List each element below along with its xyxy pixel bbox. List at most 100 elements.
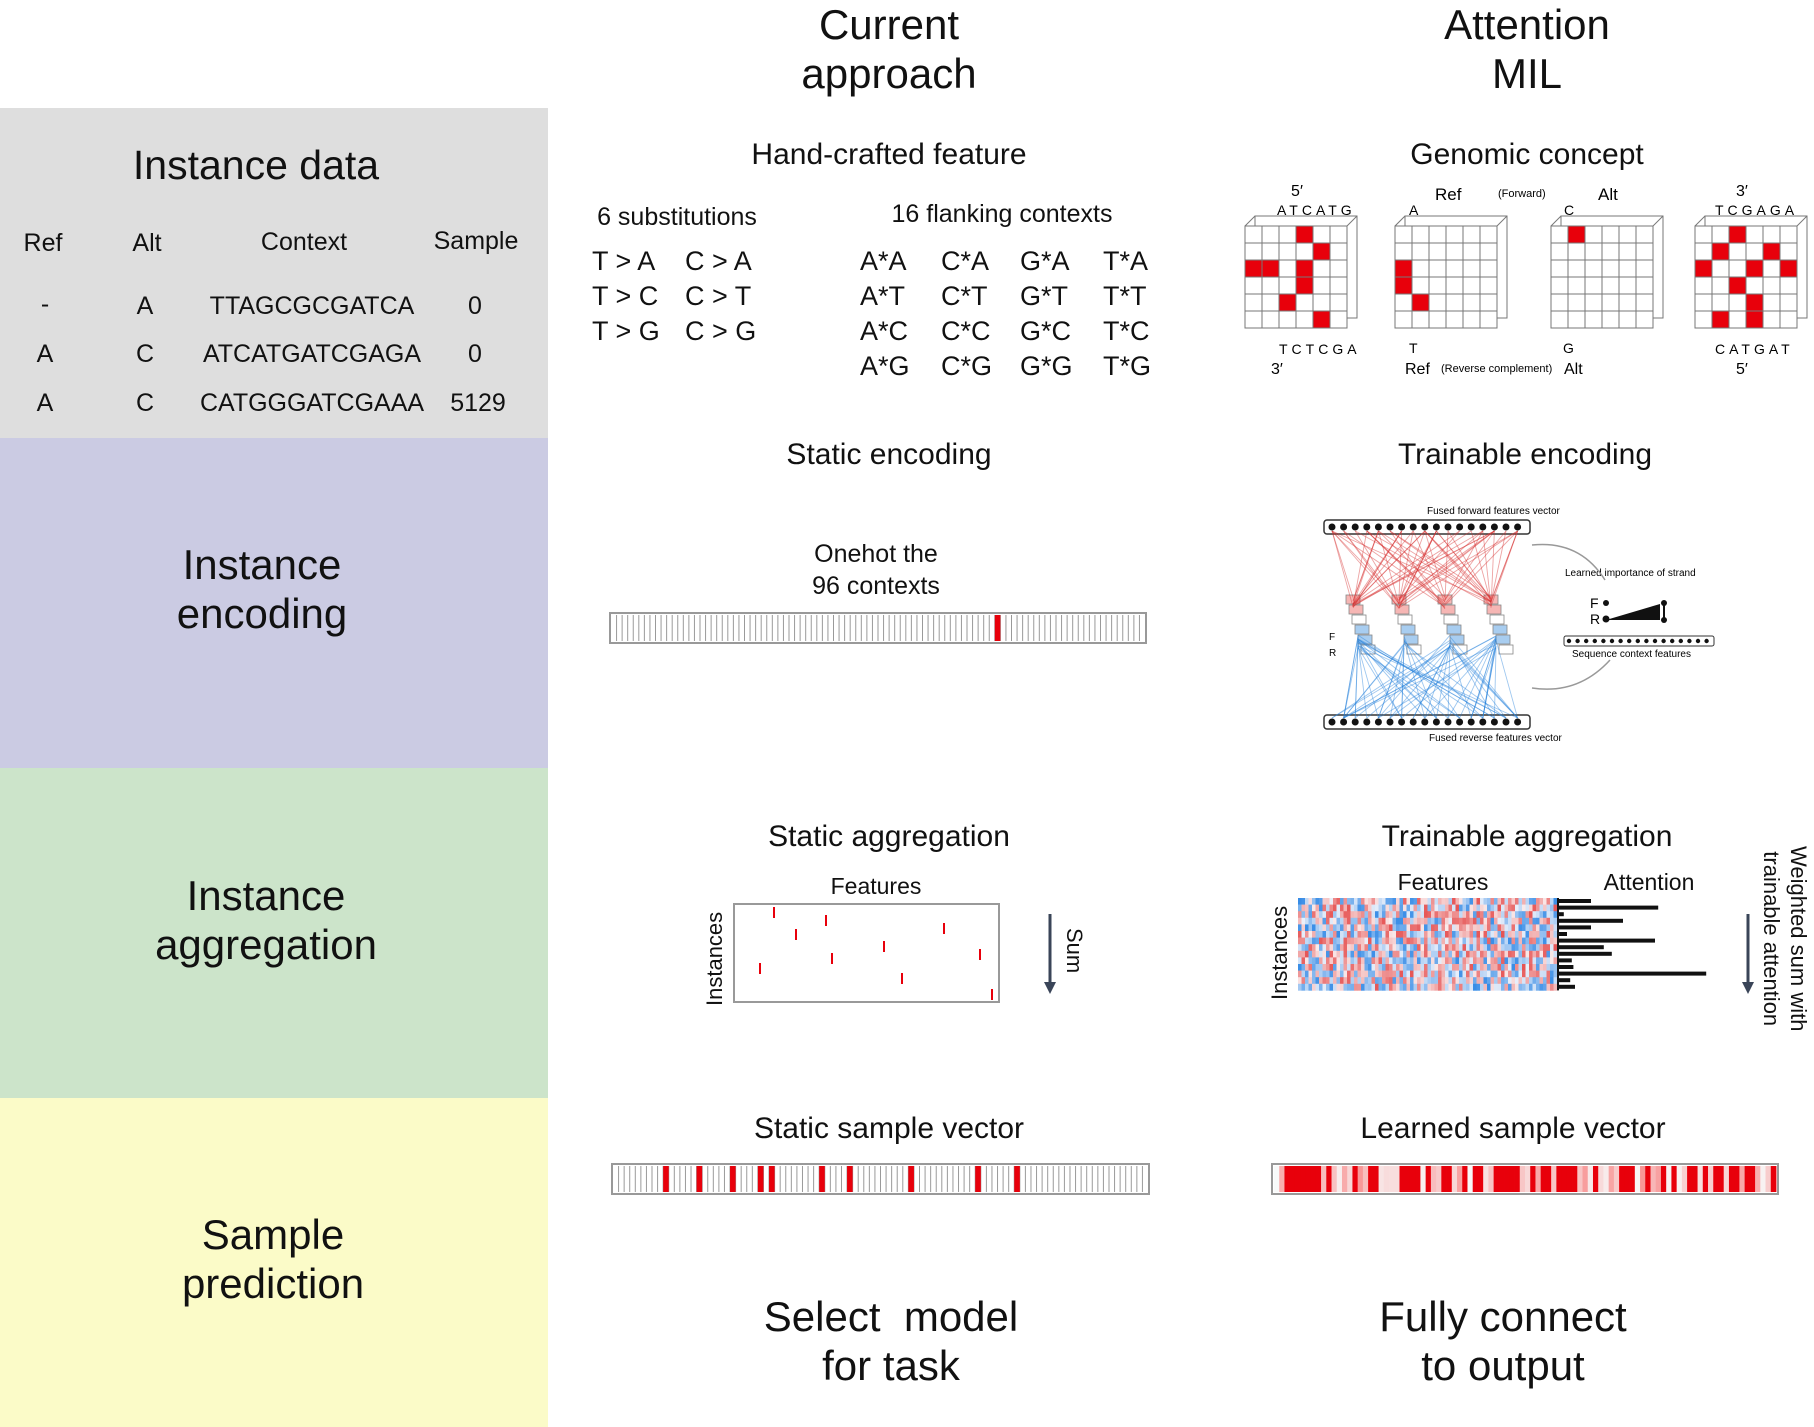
vector-cell (1326, 1166, 1332, 1192)
heatmap-cell (1434, 977, 1439, 985)
forward-connection (1398, 530, 1437, 608)
heatmap-cell (1298, 911, 1302, 919)
heatmap-cell (1536, 937, 1540, 945)
forward-node (1386, 523, 1394, 531)
heatmap-cell (1550, 931, 1554, 938)
heatmap-cell (1347, 950, 1351, 958)
heatmap-cell (1308, 904, 1313, 912)
heatmap-cell (1508, 944, 1512, 952)
heatmap-cell (1413, 904, 1418, 912)
alt-top-base: C (1564, 202, 1574, 218)
flanking-item: G*T (1020, 281, 1069, 311)
heatmap-cell (1445, 983, 1449, 991)
heatmap-cell (1441, 944, 1446, 952)
reverse-connection (1447, 641, 1451, 719)
heatmap-cell (1420, 964, 1425, 971)
heatmap-cell (1305, 904, 1309, 912)
heatmap-cell (1427, 977, 1432, 985)
heatmap-cell (1326, 977, 1330, 985)
heatmap-cell (1494, 937, 1498, 945)
heatmap-cell (1487, 983, 1491, 991)
grid-cell (1479, 293, 1498, 312)
heatmap-cell (1354, 904, 1358, 912)
attention-bar (1559, 938, 1655, 943)
heatmap-cell (1361, 983, 1365, 991)
heatmap-cell (1522, 904, 1526, 912)
heatmap-cell (1354, 970, 1358, 978)
heatmap-cell (1455, 924, 1460, 932)
heatmap-cell (1336, 964, 1341, 971)
heatmap-cell (1466, 937, 1470, 945)
heatmap-cell (1357, 924, 1362, 932)
strand-f-label: F (1590, 595, 1599, 611)
heatmap-cell (1469, 911, 1474, 919)
heatmap-cell (1350, 904, 1355, 912)
heatmap-cell (1469, 904, 1474, 912)
heatmap-cell (1543, 931, 1547, 938)
vector-cell (1566, 1166, 1573, 1192)
matrix-hot-cell (901, 973, 903, 984)
heatmap-cell (1473, 983, 1477, 991)
heatmap-cell (1515, 964, 1519, 971)
forward-connection (1331, 530, 1400, 608)
heatmap-cell (1410, 964, 1414, 971)
reverse-connection (1424, 644, 1451, 719)
vector-cell (1598, 1166, 1604, 1192)
grid-cell (1618, 293, 1637, 312)
heatmap-cell (1396, 977, 1400, 985)
strand-wedge (1606, 604, 1660, 620)
heatmap-cell (1315, 898, 1320, 905)
heatmap-cell (1403, 931, 1407, 938)
sequence-node (1644, 638, 1649, 644)
reverse-node (1514, 718, 1522, 726)
heatmap-cell (1490, 911, 1495, 919)
sequence-node (1575, 638, 1580, 644)
heatmap-cell (1308, 970, 1313, 978)
heatmap-cell (1466, 964, 1470, 971)
heatmap-cell (1455, 944, 1460, 952)
forward-connection (1436, 530, 1492, 599)
heatmap-cell (1494, 924, 1498, 932)
heatmap-cell (1431, 904, 1435, 912)
heatmap-cell (1371, 950, 1376, 958)
heatmap-cell (1431, 937, 1435, 945)
grid-cell-red (1295, 259, 1314, 278)
grid-cell (1694, 225, 1713, 244)
grid-cell (1329, 293, 1348, 312)
forward-connection (1331, 530, 1492, 603)
heatmap-cell (1515, 970, 1519, 978)
forward-connection (1352, 530, 1379, 601)
heatmap-cell (1494, 911, 1498, 919)
heatmap-cell (1462, 904, 1467, 912)
heatmap-cell (1490, 957, 1495, 965)
heatmap-cell (1462, 937, 1467, 945)
heatmap-cell (1424, 977, 1428, 985)
onehot-label: Onehot the 96 contexts (812, 540, 940, 600)
heatmap-cell (1434, 904, 1439, 912)
heatmap-cell (1553, 957, 1558, 965)
heatmap-cell (1357, 970, 1362, 978)
heatmap-cell (1532, 964, 1537, 971)
heatmap-cell (1424, 937, 1428, 945)
heatmap-cell (1410, 957, 1414, 965)
heatmap-cell (1368, 931, 1372, 938)
heatmap-cell (1417, 931, 1421, 938)
trainable-encoding-title: Trainable encoding (1397, 438, 1653, 471)
heatmap-cell (1406, 931, 1411, 938)
heatmap-cell (1340, 898, 1344, 905)
heatmap-cell (1539, 964, 1544, 971)
heatmap-cell (1375, 937, 1379, 945)
heatmap-cell (1487, 944, 1491, 952)
grid-cell (1462, 293, 1481, 312)
table-cell: C (135, 340, 155, 368)
heatmap-cell (1469, 917, 1474, 925)
reverse-connection (1412, 645, 1451, 719)
heatmap-cell (1518, 964, 1523, 971)
reverse-connection (1377, 645, 1405, 719)
heatmap-cell (1452, 898, 1456, 905)
flanking-item: A*A (860, 246, 907, 276)
heatmap-cell (1438, 898, 1442, 905)
forward-connection (1352, 530, 1484, 607)
forward-connection (1389, 530, 1492, 598)
reverse-connection (1403, 643, 1507, 719)
